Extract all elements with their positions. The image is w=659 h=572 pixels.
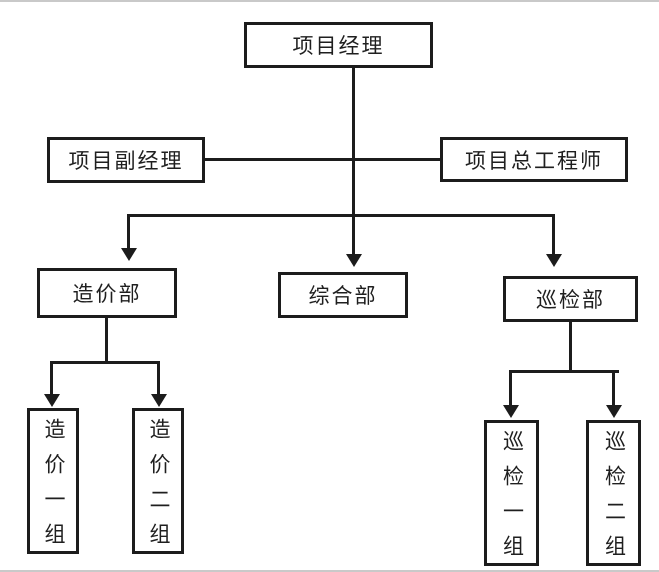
- edge-costgroups-horizontal: [50, 361, 160, 364]
- node-cost-dept: 造价部: [37, 268, 177, 318]
- edge-drop-inspection-group-2: [612, 370, 615, 405]
- arrow-cost-group-2-icon: [151, 394, 167, 407]
- arrow-cost-group-1-icon: [44, 394, 60, 407]
- node-inspection-group-2-label: 巡检二组: [602, 430, 626, 570]
- bottom-border-line: [0, 570, 659, 572]
- node-cost-group-2-label: 造价二组: [147, 418, 170, 558]
- node-cost-group-1: 造价一组: [27, 408, 79, 558]
- edge-drop-cost-group-1: [50, 361, 53, 394]
- edge-inspdept-vertical: [569, 321, 572, 373]
- edge-level2-horizontal: [205, 158, 440, 161]
- node-inspection-dept: 巡检部: [503, 276, 638, 322]
- node-deputy-manager-label: 项目副经理: [68, 150, 184, 173]
- node-inspection-group-1: 巡检一组: [484, 420, 539, 570]
- edge-costdept-vertical: [105, 317, 108, 364]
- node-chief-engineer: 项目总工程师: [440, 137, 628, 182]
- edge-drop-cost-dept: [127, 214, 130, 248]
- node-general-dept-label: 综合部: [308, 285, 378, 308]
- edge-drop-cost-group-2: [157, 361, 160, 394]
- node-project-manager-label: 项目经理: [292, 35, 385, 58]
- node-general-dept: 综合部: [278, 272, 408, 318]
- node-project-manager: 项目经理: [244, 22, 433, 68]
- arrow-cost-dept-icon: [121, 248, 137, 261]
- node-inspection-dept-label: 巡检部: [536, 289, 605, 312]
- top-border-line: [0, 0, 659, 2]
- edge-drop-inspection-dept: [552, 214, 555, 254]
- node-inspection-group-1-label: 巡检一组: [500, 430, 524, 570]
- node-cost-group-1-label: 造价一组: [42, 418, 65, 558]
- node-deputy-manager: 项目副经理: [47, 137, 205, 183]
- node-chief-engineer-label: 项目总工程师: [465, 149, 603, 173]
- arrow-inspection-group-1-icon: [503, 405, 519, 418]
- node-cost-group-2: 造价二组: [132, 408, 184, 558]
- arrow-inspection-group-2-icon: [606, 405, 622, 418]
- edge-level3-horizontal: [127, 214, 555, 217]
- node-inspection-group-2: 巡检二组: [586, 420, 641, 570]
- edge-inspgroups-horizontal: [509, 370, 619, 373]
- arrow-inspection-dept-icon: [546, 254, 562, 267]
- arrow-general-dept-icon: [346, 254, 362, 267]
- edge-drop-inspection-group-1: [509, 370, 512, 405]
- node-cost-dept-label: 造价部: [72, 283, 142, 306]
